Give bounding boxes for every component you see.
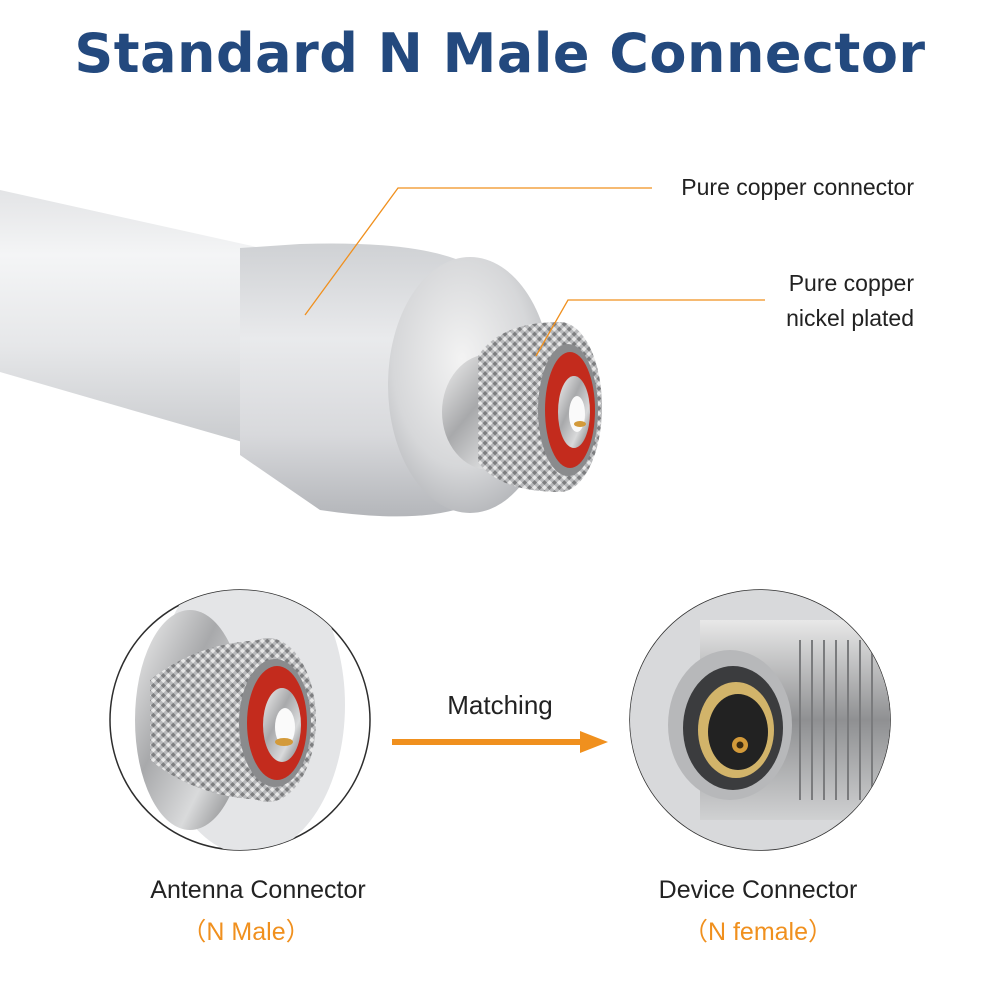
n-male-closeup <box>135 590 345 850</box>
callout-line-nickel <box>535 299 765 357</box>
page-title: Standard N Male Connector <box>74 22 926 85</box>
antenna-connector-type: （N Male） <box>181 918 311 946</box>
callout-nickel-line1: Pure copper <box>788 270 914 296</box>
device-connector-label: Device Connector <box>658 876 858 904</box>
n-female-closeup <box>630 590 890 850</box>
antenna-connector-label: Antenna Connector <box>150 876 366 904</box>
callout-nickel-plated: Pure copper nickel plated <box>700 266 914 336</box>
matching-label: Matching <box>447 690 553 720</box>
antenna-tube <box>0 190 270 450</box>
arrow-right-icon <box>392 731 608 753</box>
device-connector-type: （N female） <box>682 918 834 946</box>
callout-pure-copper-connector: Pure copper connector <box>681 174 914 200</box>
coupling-nut <box>478 322 602 492</box>
callout-nickel-line2: nickel plated <box>786 305 914 331</box>
callout-line-copper <box>304 187 652 316</box>
